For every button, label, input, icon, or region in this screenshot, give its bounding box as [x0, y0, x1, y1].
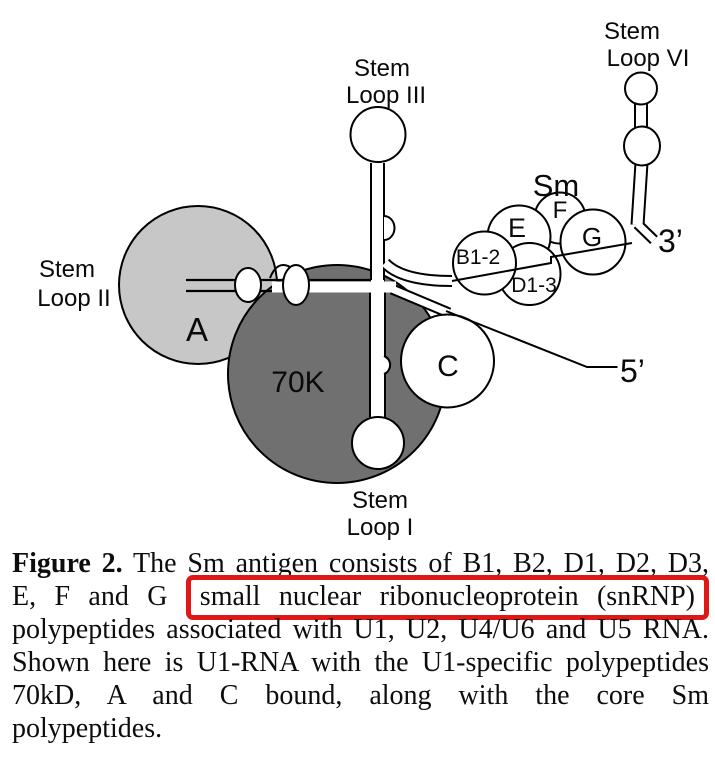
stem-loop-vi-loop — [624, 71, 658, 106]
sm-b12-label: B1-2 — [456, 246, 500, 269]
caption-line-4: Shown here is U1-RNA with the U1-specifi… — [12, 647, 709, 678]
caption-line-6: polypeptides. — [12, 713, 163, 744]
stem-ii-bulge — [234, 267, 262, 303]
stem-vi-bulge — [623, 125, 661, 167]
stem-loop-vi-label: Stem — [604, 18, 660, 45]
sm-core-circles — [452, 191, 627, 306]
caption-text: E, F and G — [12, 581, 168, 612]
sm-e-label: E — [508, 213, 526, 243]
highlight-box: small nuclear ribonucleoprotein (snRNP) — [185, 575, 709, 620]
protein-a-label: A — [186, 311, 208, 348]
sm-d13-label: D1-3 — [511, 274, 557, 297]
stem-i-bump — [383, 355, 392, 375]
rna-curl — [269, 264, 291, 279]
protein-c-label: C — [437, 350, 459, 383]
sm-complex-label: Sm — [533, 168, 580, 203]
stem-loop-i-label: Stem — [352, 487, 408, 514]
stem-loop-ii-label: Stem — [39, 256, 95, 283]
five-prime-strand — [445, 310, 618, 368]
stem-ii-channel — [272, 281, 396, 293]
stem-loop-iii-label: Stem — [354, 55, 410, 82]
stem-iii-bump — [383, 215, 396, 241]
stem-loop-iii-label: Loop III — [346, 82, 426, 109]
caption-line-2: E, F and G small nuclear ribonucleoprote… — [12, 575, 709, 620]
three-prime-label: 3’ — [658, 223, 683, 259]
sm-f-label: F — [553, 197, 568, 224]
figure-number-label: Figure 2. — [12, 548, 123, 579]
caption-line-5: 70kD, A and C bound, along with the core… — [12, 680, 709, 711]
stem-loop-ii-label: Loop II — [37, 285, 110, 312]
protein-70k-label: 70K — [271, 366, 324, 399]
sm-g-circle — [559, 208, 627, 276]
three-prime-strand — [451, 242, 633, 282]
u1-snrnp-diagram: Stem Loop III Stem Loop VI Stem Loop II … — [37, 18, 690, 541]
sm-g-label: G — [582, 222, 602, 252]
figure-caption: Figure 2. The Sm antigen consists of B1,… — [0, 547, 715, 745]
caption-text: The Sm antigen consists of B1, B2, D1, D… — [133, 548, 710, 579]
protein-c-circle — [400, 313, 495, 409]
caption-line-3: polypeptides associated with U1, U2, U4/… — [12, 614, 709, 645]
junction-bulge — [282, 264, 310, 306]
five-prime-label: 5’ — [620, 353, 645, 389]
figure-2: Stem Loop III Stem Loop VI Stem Loop II … — [0, 18, 715, 745]
stem-loop-i-label: Loop I — [347, 514, 414, 541]
stem-loop-iii-loop — [349, 106, 407, 163]
caption-line-1: Figure 2. The Sm antigen consists of B1,… — [12, 547, 709, 580]
stem-loop-i-loop — [351, 416, 405, 470]
u1-rna-backbone-fill — [371, 102, 657, 420]
stem-loop-vi-label: Loop VI — [607, 45, 690, 72]
